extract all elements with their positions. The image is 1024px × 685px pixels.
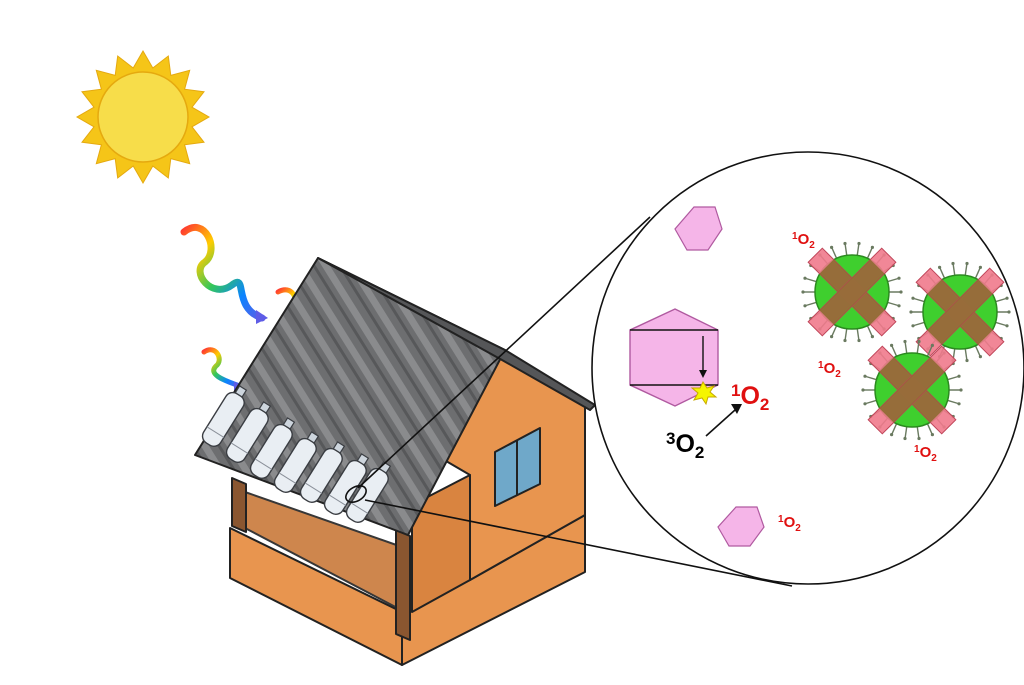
sun-icon — [75, 49, 211, 185]
singlet-oxygen-label-2: 1O2 — [818, 360, 841, 380]
bottle-icon — [273, 431, 320, 493]
virus-icon — [909, 261, 1011, 363]
spark-icon — [690, 381, 718, 406]
virus-icon — [861, 339, 963, 441]
triplet-oxygen-label: 3O2 — [666, 429, 704, 462]
singlet-oxygen-label-4: 1O2 — [778, 514, 801, 534]
light-wave-arrowhead — [256, 310, 268, 324]
magnified-view — [591, 151, 1024, 585]
bottle-icon — [345, 461, 392, 523]
singlet-oxygen-label-1: 1O2 — [792, 231, 815, 251]
bottle-icon — [299, 441, 346, 503]
bottle-row — [201, 385, 392, 523]
bottle-icon — [225, 401, 272, 463]
singlet-oxygen-label-large: 1O2 — [731, 381, 769, 414]
bottle-icon — [323, 453, 370, 515]
zoom-lines — [345, 216, 793, 587]
conversion-arrow — [705, 404, 742, 437]
hexagon-icon — [717, 506, 765, 547]
bottle-icon — [201, 385, 248, 447]
hexagon-icon — [674, 206, 723, 251]
virus-icon — [801, 241, 903, 343]
bottle-icon — [249, 417, 296, 479]
singlet-oxygen-label-3: 1O2 — [914, 444, 937, 464]
